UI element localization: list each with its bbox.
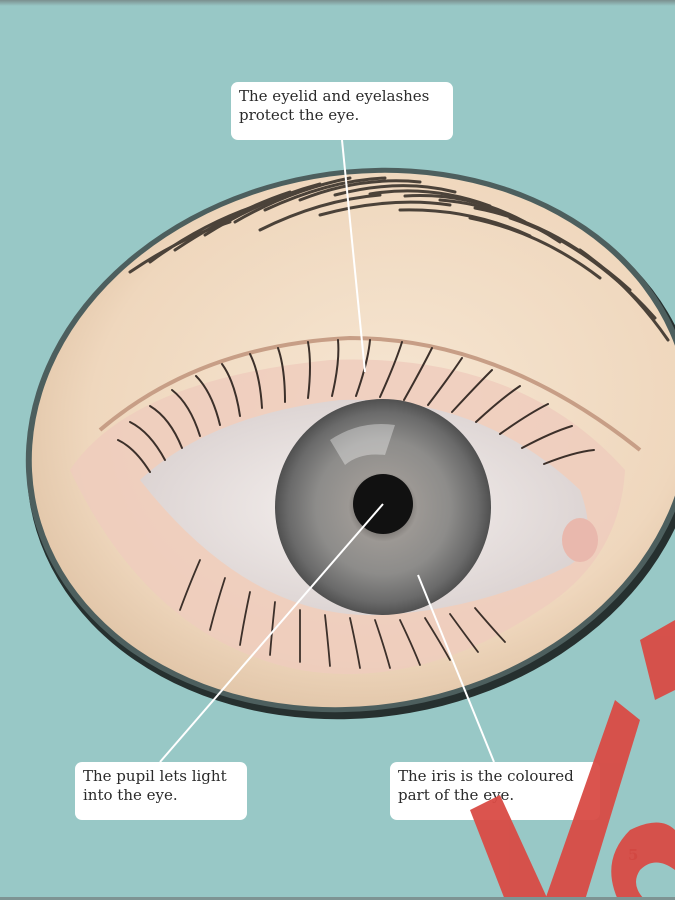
eyelid-callout-text-1: The eyelid and eyelashes [239,87,445,106]
iris-callout-text-1: The iris is the coloured [398,767,592,786]
pupil-callout-text-1: The pupil lets light [83,767,239,786]
caruncle [562,518,598,562]
iris-callout-text-2: part of the eye. [398,786,592,805]
pupil-callout: The pupil lets light into the eye. [75,762,247,820]
eyelid-callout: The eyelid and eyelashes protect the eye… [231,82,453,140]
pupil-callout-text-2: into the eye. [83,786,239,805]
page-number: 5 [628,846,638,864]
iris-callout: The iris is the coloured part of the eye… [390,762,600,820]
eyelid-callout-text-2: protect the eye. [239,106,445,125]
